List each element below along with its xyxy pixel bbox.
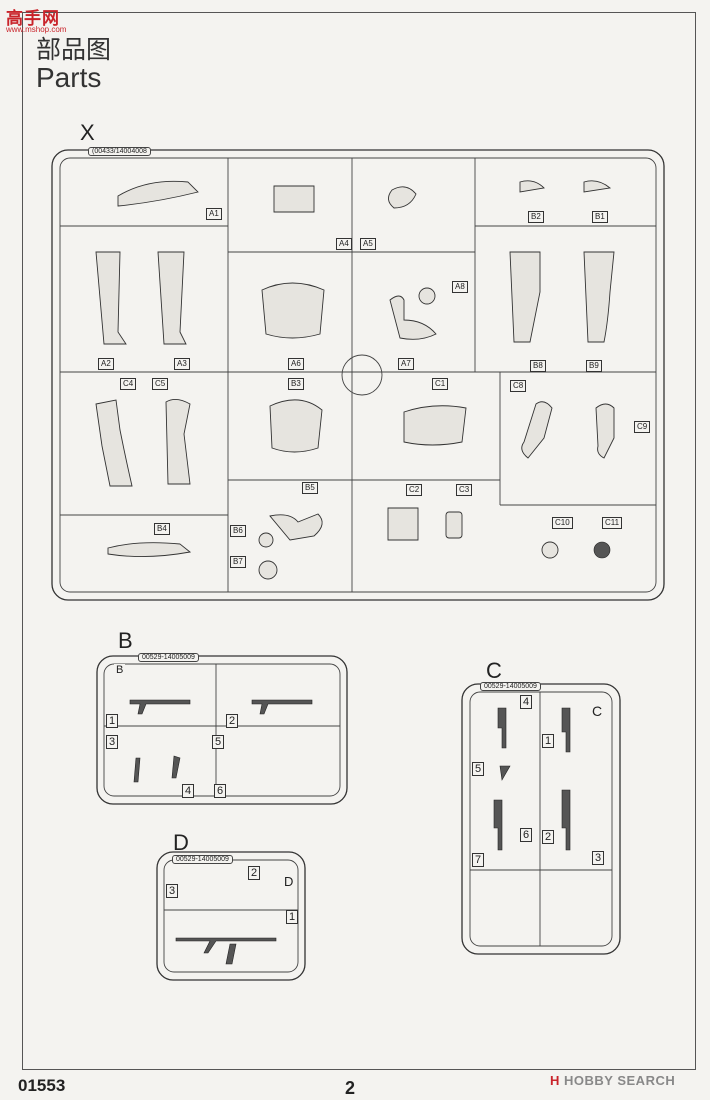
part-number: B6 <box>230 525 246 537</box>
sprue-d-label: D <box>173 830 189 855</box>
sprue-x-label: X <box>80 120 95 145</box>
part-number: C11 <box>602 517 623 529</box>
sprue-x-code: (00433/14004008 <box>88 147 151 156</box>
sprue-b-frame-letter: B <box>114 664 126 676</box>
page-number: 2 <box>345 1078 356 1098</box>
product-code: 01553 <box>18 1076 66 1095</box>
part-number: A6 <box>288 358 304 370</box>
source-watermark-mark: H <box>550 1073 560 1088</box>
part-number: A1 <box>206 208 222 220</box>
part-number: B3 <box>288 378 304 390</box>
part-number: A5 <box>360 238 376 250</box>
part-number: C2 <box>406 484 423 496</box>
sprue-c-frame-letter: C <box>590 703 605 719</box>
part-number: 2 <box>226 714 239 728</box>
part-number: 6 <box>214 784 227 798</box>
sprue-c-outline <box>461 683 621 955</box>
part-number: 7 <box>472 853 485 867</box>
part-number: A4 <box>336 238 352 250</box>
sprue-d-code: 00529-14005009 <box>172 855 233 864</box>
part-number: C1 <box>432 378 449 390</box>
page-title-en: Parts <box>36 62 102 93</box>
sprue-c-label: C <box>486 658 502 683</box>
part-number: C4 <box>120 378 137 390</box>
part-number: 3 <box>106 735 119 749</box>
source-watermark: H HOBBY SEARCH <box>550 1073 675 1088</box>
watermark-url: www.mshop.com <box>6 25 67 34</box>
sprue-x-outline <box>51 149 665 601</box>
part-number: 6 <box>520 828 533 842</box>
part-number: A8 <box>452 281 468 293</box>
part-number: B4 <box>154 523 170 535</box>
sprue-b-label: B <box>118 628 133 653</box>
part-number: 1 <box>286 910 299 924</box>
source-watermark-text: HOBBY SEARCH <box>564 1073 676 1088</box>
part-number: C8 <box>510 380 527 392</box>
part-number: 3 <box>166 884 179 898</box>
part-number: B5 <box>302 482 318 494</box>
part-number: C10 <box>552 517 573 529</box>
sprue-c-code: 00529-14005009 <box>480 682 541 691</box>
part-number: B9 <box>586 360 602 372</box>
part-number: 2 <box>248 866 261 880</box>
part-number: C5 <box>152 378 169 390</box>
sprue-b-outline <box>96 655 348 805</box>
part-number: 4 <box>520 695 533 709</box>
part-number: 1 <box>542 734 555 748</box>
part-number: 5 <box>472 762 485 776</box>
part-number: A7 <box>398 358 414 370</box>
page-title-zh: 部品图 <box>36 35 112 64</box>
part-number: 2 <box>542 830 555 844</box>
part-number: A3 <box>174 358 190 370</box>
part-number: 5 <box>212 735 225 749</box>
part-number: B2 <box>528 211 544 223</box>
part-number: 1 <box>106 714 119 728</box>
part-number: A2 <box>98 358 114 370</box>
part-number: 4 <box>182 784 195 798</box>
watermark-logo: 高手网 www.mshop.com <box>6 4 80 38</box>
part-number: B8 <box>530 360 546 372</box>
part-number: B7 <box>230 556 246 568</box>
watermark-logo-text: 高手网 <box>6 9 60 29</box>
part-number: 3 <box>592 851 605 865</box>
sprue-b-code: 00529-14005009 <box>138 653 199 662</box>
page-frame <box>22 12 696 1070</box>
sprue-d-frame-letter: D <box>282 874 296 889</box>
part-number: C9 <box>634 421 651 433</box>
part-number: B1 <box>592 211 608 223</box>
part-number: C3 <box>456 484 473 496</box>
sprue-d-outline <box>156 851 306 981</box>
